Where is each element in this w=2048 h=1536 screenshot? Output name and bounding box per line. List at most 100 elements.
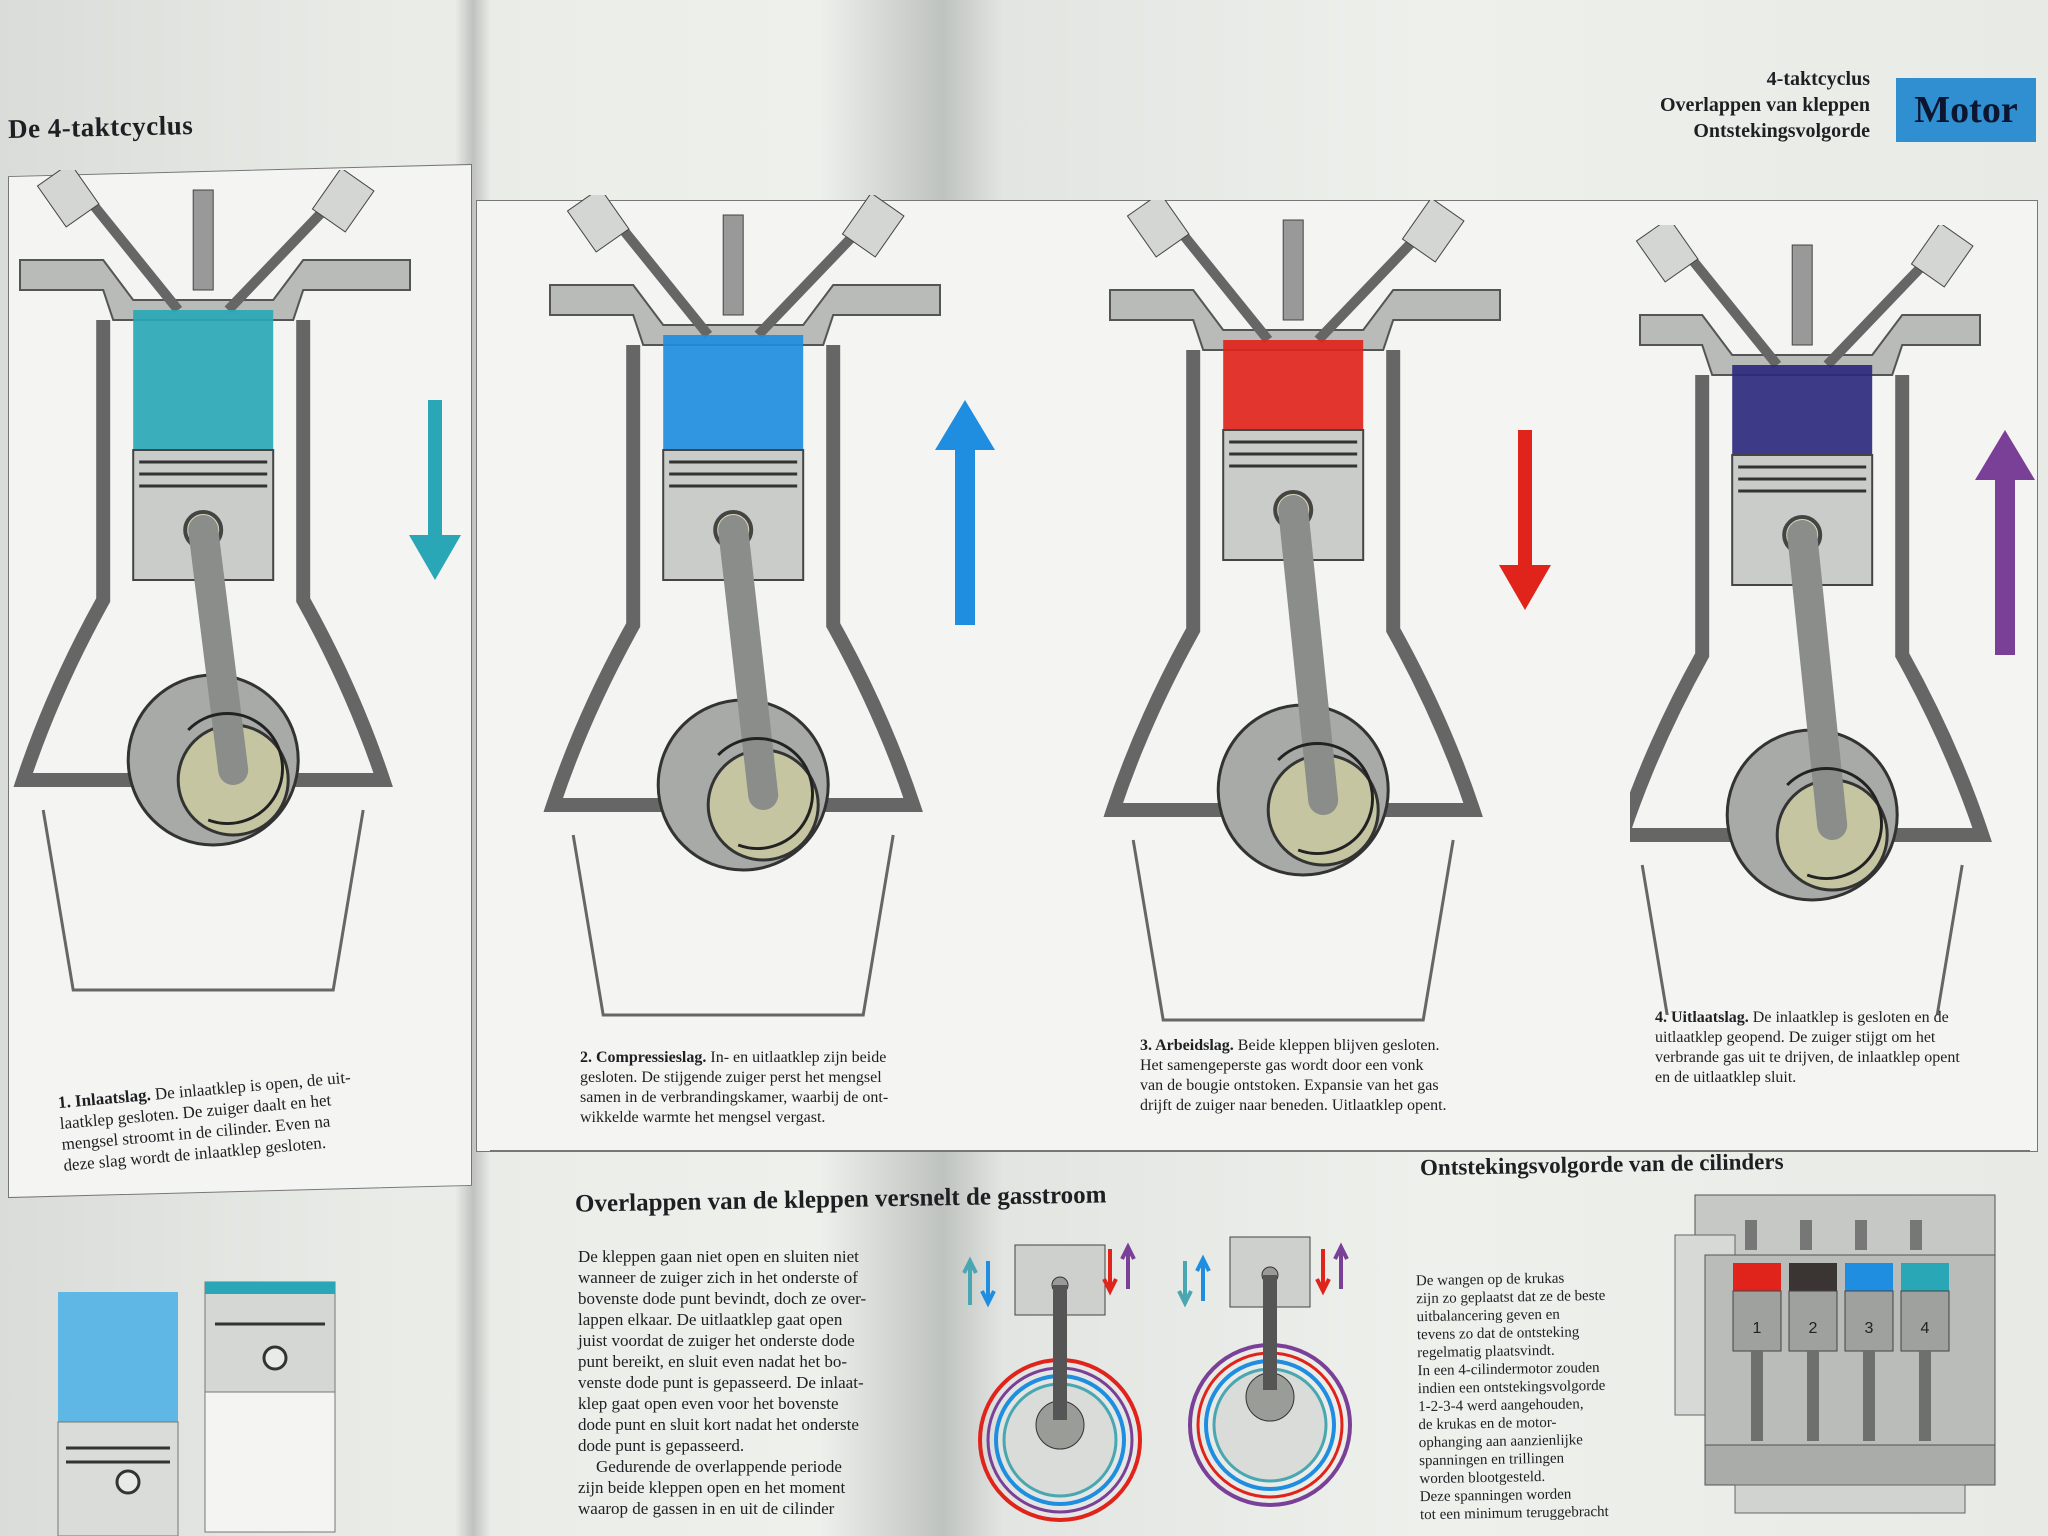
engine-diagram-power: [1100, 200, 1560, 1030]
engine-diagram-compression: [540, 195, 1000, 1025]
engine-diagram-exhaust-stroke-arrow-shaft: [1995, 475, 2015, 655]
engine-diagram-exhaust: [1630, 225, 2040, 1015]
compression-arrow-2: [1197, 1259, 1209, 1301]
four-cylinder-engine-diagram: 1 2 3 4: [1665, 1175, 2015, 1520]
engine-diagram-compression-exhaust-spring: [842, 195, 903, 257]
caption-exhaust-line-4: en de uitlaatklep sluit.: [1655, 1069, 1796, 1086]
overlap-line-6: punt bereikt, en sluit even nadat het bo…: [578, 1351, 948, 1372]
caption-exhaust-label: 4. Uitlaatslag.: [1655, 1009, 1749, 1026]
header-line-3: Ontstekingsvolgorde: [1660, 118, 1870, 144]
overlap-line-10: dode punt is gepasseerd.: [578, 1435, 948, 1456]
overlap-line-8: klep gaat open even voor het bovenste: [578, 1393, 948, 1414]
engine-diagram-compression-spark-plug: [723, 215, 743, 315]
overlap-line-5: juist voordat de zuiger het onderste dod…: [578, 1330, 948, 1351]
overlap-heading: Overlappen van de kleppen versnelt de ga…: [575, 1181, 1107, 1218]
intake-arrow-2: [1179, 1261, 1191, 1303]
cylinder-block-right: [205, 1282, 335, 1392]
engine-diagram-exhaust-stroke-arrow-head: [1975, 430, 2035, 480]
firing-line-14: tot een minimum teruggebracht: [1420, 1502, 1670, 1524]
engine-diagram-compression-intake-spring: [567, 195, 628, 252]
overlap-engine-1: [964, 1245, 1140, 1520]
caption-compression-line-4: wikkelde warmte het mengsel vergast.: [580, 1109, 825, 1126]
overlap-paragraph: De kleppen gaan niet open en sluiten nie…: [578, 1246, 948, 1519]
caption-power-stroke: 3. Arbeidslag. Beide kleppen blijven ges…: [1140, 1036, 1560, 1116]
valve-spring-4: [1910, 1220, 1922, 1250]
engine-diagram-power-gas-charge: [1223, 340, 1363, 430]
cylinder-gas-2: [1789, 1263, 1837, 1291]
caption-power-label: 3. Arbeidslag.: [1140, 1037, 1234, 1054]
caption-exhaust-line-2: uitlaatklep geopend. De zuiger stijgt om…: [1655, 1029, 1935, 1046]
engine-diagram-power-stroke-arrow-shaft: [1518, 430, 1532, 570]
overlap-diagram: [960, 1225, 1380, 1525]
engine-diagram-intake-stroke-arrow-head: [409, 535, 461, 580]
crankshaft: [1705, 1445, 1995, 1485]
cylinder-head: [1695, 1195, 1995, 1255]
engine-diagram-intake-exhaust-spring: [312, 170, 373, 232]
engine-diagram-exhaust-gas-charge: [1732, 365, 1872, 455]
engine-diagram-intake-intake-spring: [37, 170, 98, 227]
cylinder-conrod-2: [1807, 1351, 1819, 1441]
cylinder-number-1: 1: [1753, 1320, 1762, 1337]
overlap-line-11: Gedurende de overlappende periode: [578, 1456, 948, 1477]
caption-power-line-2: Het samengeperste gas wordt door een von…: [1140, 1057, 1423, 1074]
engine-diagram-exhaust-intake-spring: [1636, 225, 1697, 282]
exhaust-arrow-2: [1335, 1247, 1347, 1289]
cylinder-number-2: 2: [1809, 1320, 1818, 1337]
valve-spring-2: [1800, 1220, 1812, 1250]
oil-sump: [1735, 1485, 1965, 1513]
caption-power-line-3: van de bougie ontstoken. Expansie van he…: [1140, 1077, 1439, 1094]
power-arrow-2: [1317, 1249, 1329, 1291]
section-header: 4-taktcyclus Overlappen van kleppen Onts…: [1660, 66, 1870, 144]
overlap-line-9: dode punt en sluit kort nadat het onders…: [578, 1414, 948, 1435]
caption-compression-line-2: gesloten. De stijgende zuiger perst het …: [580, 1069, 882, 1086]
cylinder-number-4: 4: [1921, 1320, 1930, 1337]
cylinder-gas-3: [1845, 1263, 1893, 1291]
engine-diagram-power-intake-spring: [1127, 200, 1188, 257]
overlap-line-12: zijn beide kleppen open en het moment: [578, 1477, 948, 1498]
intake-gas-block: [58, 1292, 178, 1422]
section-divider: [490, 1150, 2030, 1152]
piston-pin-right: [264, 1347, 286, 1369]
engine-diagram-exhaust-exhaust-spring: [1911, 225, 1972, 287]
overlap-line-1: De kleppen gaan niet open en sluiten nie…: [578, 1246, 948, 1267]
header-line-2: Overlappen van kleppen: [1660, 92, 1870, 118]
caption-power-line-1: Beide kleppen blijven gesloten.: [1238, 1037, 1440, 1054]
engine-diagram-intake-spark-plug: [193, 190, 213, 290]
engine-diagram-exhaust-spark-plug: [1792, 245, 1812, 345]
overlap-line-4: lappen elkaar. De uitlaatklep gaat open: [578, 1309, 948, 1330]
gas-strip-right: [205, 1282, 335, 1294]
overlap-line-13: waarop de gassen in en uit de cilinder: [578, 1498, 948, 1519]
caption-exhaust-line-1: De inlaatklep is gesloten en de: [1753, 1009, 1949, 1026]
engine-diagram-intake: [10, 170, 470, 1090]
engine-diagram-compression-gas-charge: [663, 335, 803, 450]
caption-power-line-4: drijft de zuiger naar beneden. Uitlaatkl…: [1140, 1097, 1447, 1114]
cylinder-gas-1: [1733, 1263, 1781, 1291]
engine-diagram-power-exhaust-spring: [1402, 200, 1463, 262]
exhaust-arrow-1: [1122, 1247, 1134, 1289]
power-arrow-1: [1104, 1249, 1116, 1291]
caption-compression-line-1: In- en uitlaatklep zijn beide: [710, 1049, 886, 1066]
caption-exhaust-line-3: verbrande gas uit te drijven, de inlaatk…: [1655, 1049, 1960, 1066]
overlap-line-2: wanneer de zuiger zich in het onderste o…: [578, 1267, 948, 1288]
header-line-1: 4-taktcyclus: [1660, 66, 1870, 92]
piston-pin-left: [117, 1471, 139, 1493]
caption-compression-line-3: samen in de verbrandingskamer, waarbij d…: [580, 1089, 888, 1106]
cylinder-gas-4: [1901, 1263, 1949, 1291]
cylinder-number-3: 3: [1865, 1320, 1874, 1337]
firing-order-paragraph: De wangen op de krukas zijn zo geplaatst…: [1416, 1268, 1670, 1524]
valve-spring-1: [1745, 1220, 1757, 1250]
engine-diagram-intake-gas-charge: [133, 310, 273, 450]
engine-diagram-compression-stroke-arrow-shaft: [955, 445, 975, 625]
intake-arrow-1: [964, 1261, 976, 1305]
left-page-title: De 4-taktcyclus: [8, 110, 194, 145]
engine-diagram-power-stroke-arrow-head: [1499, 565, 1551, 610]
caption-compression-label: 2. Compressieslag.: [580, 1049, 706, 1066]
cylinder-conrod-4: [1919, 1351, 1931, 1441]
caption-exhaust-stroke: 4. Uitlaatslag. De inlaatklep is geslote…: [1655, 1008, 2015, 1088]
cylinder-conrod-1: [1751, 1351, 1763, 1441]
overlap-line-7: venste dode punt is gepasseerd. De inlaa…: [578, 1372, 948, 1393]
cylinder-conrod-3: [1863, 1351, 1875, 1441]
motor-section-tab: Motor: [1896, 78, 2036, 142]
compression-arrow-1: [982, 1261, 994, 1303]
